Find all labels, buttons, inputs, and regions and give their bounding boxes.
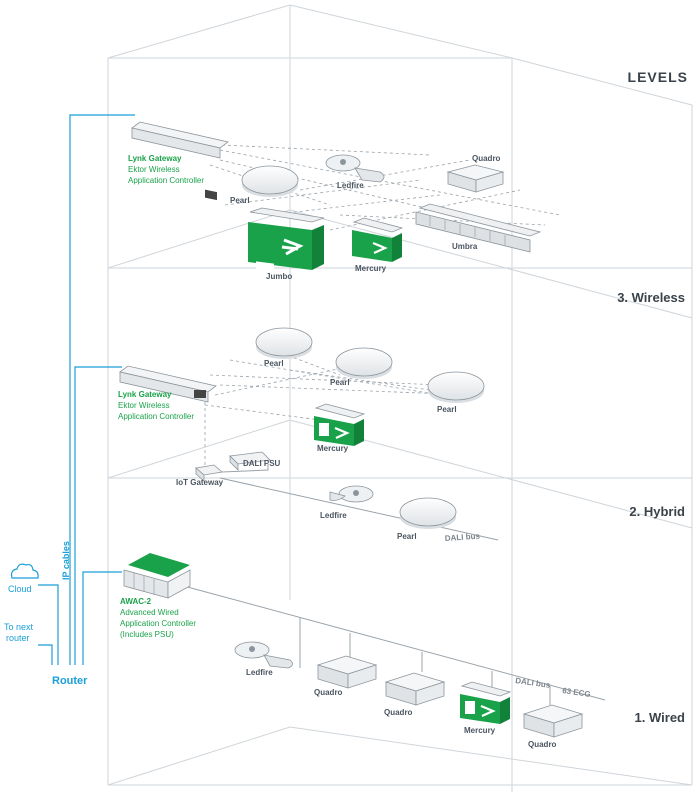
umbra-device	[415, 203, 542, 253]
iot-gateway-label: IoT Gateway	[176, 478, 224, 487]
mercury-label-l3: Mercury	[355, 264, 387, 273]
ledfire-device-l2	[329, 485, 374, 503]
quadro-label-l3: Quadro	[472, 154, 501, 163]
quadro-device-l1-2	[384, 672, 446, 706]
awac-desc2: Application Controller	[120, 619, 196, 628]
levels-title: LEVELS	[628, 69, 688, 85]
wired-bus-lines	[179, 584, 606, 705]
awac-2-controller	[123, 553, 191, 599]
dali-bus-label-l1: DALI bus	[515, 676, 552, 690]
pearl-label-l2-2: Pearl	[330, 378, 350, 387]
umbra-label: Umbra	[452, 242, 478, 251]
lynk-gateway-device-l2	[119, 365, 217, 403]
quadro-label-l1-2: Quadro	[384, 708, 413, 717]
jumbo-label: Jumbo	[266, 272, 292, 281]
awac-desc1: Advanced Wired	[120, 608, 179, 617]
jumbo-exit-sign	[248, 207, 325, 286]
ip-cables	[38, 114, 135, 665]
mercury-exit-sign-l1	[460, 681, 512, 724]
pearl-label-l2-1: Pearl	[264, 359, 284, 368]
mercury-label-l1: Mercury	[464, 726, 496, 735]
building-wireframe	[107, 4, 693, 792]
quadro-label-l1-3: Quadro	[528, 740, 557, 749]
next-router-label-2: router	[6, 633, 30, 643]
pearl-label-l2-3: Pearl	[437, 405, 457, 414]
dali-psu-device	[229, 451, 271, 471]
mercury-exit-sign-l2	[314, 403, 366, 446]
mercury-label-l2: Mercury	[317, 444, 349, 453]
pearl-device-l2-1	[255, 327, 313, 359]
level-wired-label: 1. Wired	[635, 710, 686, 725]
ledfire-device-l1	[234, 641, 293, 669]
quadro-device-l1-1	[316, 655, 378, 689]
ledfire-device-l3	[325, 154, 385, 183]
gateway-desc1-l3: Ektor Wireless	[128, 165, 180, 174]
pearl-device-l3	[241, 165, 299, 197]
ledfire-label-l2: Ledfire	[320, 511, 347, 520]
quadro-device-l3	[446, 164, 505, 193]
awac-name: AWAC-2	[120, 597, 152, 606]
dali-psu-label: DALI PSU	[243, 459, 281, 468]
cloud-icon	[10, 563, 39, 579]
pearl-device-l2-4	[399, 497, 457, 529]
pearl-label-l3: Pearl	[230, 196, 250, 205]
gateway-name-l3: Lynk Gateway	[128, 154, 182, 163]
mercury-exit-sign-l3	[352, 217, 404, 297]
lynk-gateway-device-l3	[131, 121, 229, 201]
ledfire-label-l3: Ledfire	[337, 181, 364, 190]
pearl-device-l2-3	[427, 371, 485, 403]
quadro-label-l1-1: Quadro	[314, 688, 343, 697]
gateway-desc2-l2: Application Controller	[118, 412, 194, 421]
ledfire-label-l1: Ledfire	[246, 668, 273, 677]
level-wireless-label: 3. Wireless	[617, 290, 685, 305]
gateway-desc1-l2: Ektor Wireless	[118, 401, 170, 410]
next-router-label-1: To next	[4, 622, 34, 632]
gateway-desc2-l3: Application Controller	[128, 176, 204, 185]
dali-bus-label-l2: DALI bus	[445, 532, 481, 543]
awac-desc3: (Includes PSU)	[120, 630, 174, 639]
ecg-label: 63 ECG	[562, 686, 591, 699]
ip-cables-label: IP cables	[61, 541, 71, 580]
level-hybrid-label: 2. Hybrid	[629, 504, 685, 519]
pearl-label-l2-4: Pearl	[397, 532, 417, 541]
pearl-device-l2-2	[335, 347, 393, 379]
dali-bus-lines-l2	[219, 462, 499, 541]
gateway-name-l2: Lynk Gateway	[118, 390, 172, 399]
cloud-label: Cloud	[8, 584, 32, 594]
router-label: Router	[52, 675, 88, 687]
quadro-device-l1-3	[522, 704, 584, 738]
